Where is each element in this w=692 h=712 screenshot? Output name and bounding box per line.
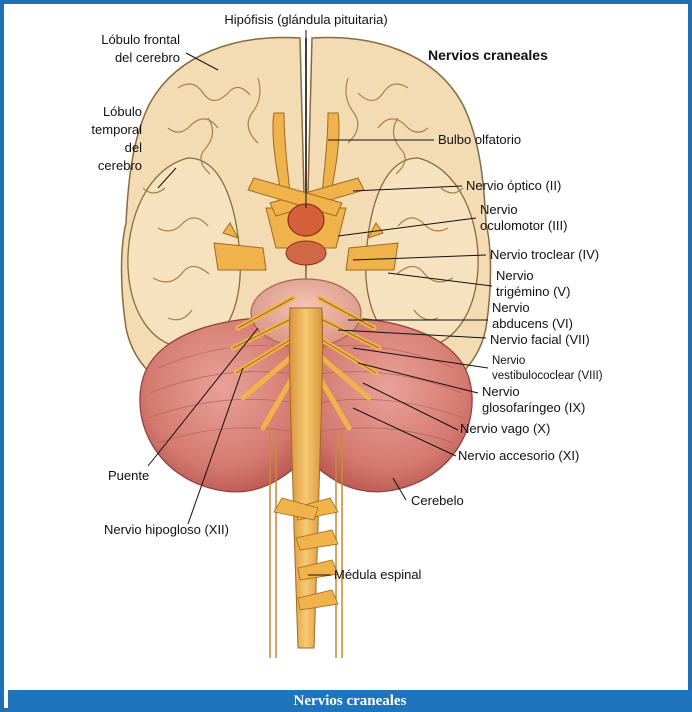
label-pituitary: Hipófisis (glándula pituitaria) (224, 12, 387, 27)
label-trigeminal-line1: Nervio (496, 268, 534, 283)
label-hypoglossal-nerve: Nervio hipogloso (XII) (104, 522, 229, 537)
label-trochlear-nerve: Nervio troclear (IV) (490, 247, 599, 262)
label-glossopharyngeal-line1: Nervio (482, 384, 520, 399)
label-glossopharyngeal-line2: glosofaríngeo (IX) (482, 400, 585, 415)
brain-diagram: Hipófisis (glándula pituitaria) Lóbulo f… (8, 8, 692, 690)
cranial-nerves-figure: Hipófisis (glándula pituitaria) Lóbulo f… (8, 8, 692, 690)
label-frontal-lobe-line1: Lóbulo frontal (101, 32, 180, 47)
mammillary-bodies (286, 241, 326, 265)
label-temporal-lobe-line3: del (125, 140, 142, 155)
label-facial-nerve: Nervio facial (VII) (490, 332, 590, 347)
label-temporal-lobe-line1: Lóbulo (103, 104, 142, 119)
label-oculomotor-line2: oculomotor (III) (480, 218, 567, 233)
label-optic-nerve: Nervio óptico (II) (466, 178, 561, 193)
label-spinal-cord: Médula espinal (334, 567, 422, 582)
label-cerebellum: Cerebelo (411, 493, 464, 508)
label-frontal-lobe-line2: del cerebro (115, 50, 180, 65)
figure-caption-bar: Nervios craneales (8, 690, 692, 712)
label-temporal-lobe-line2: temporal (91, 122, 142, 137)
label-trigeminal-line2: trigémino (V) (496, 284, 570, 299)
label-abducens-line1: Nervio (492, 300, 530, 315)
label-temporal-lobe-line4: cerebro (98, 158, 142, 173)
label-abducens-line2: abducens (VI) (492, 316, 573, 331)
label-vagus-nerve: Nervio vago (X) (460, 421, 550, 436)
label-vestibulocochlear-line2: vestibulococlear (VIII) (492, 370, 603, 382)
figure-title: Nervios craneales (428, 47, 548, 63)
label-pons: Puente (108, 468, 149, 483)
pituitary-gland (288, 204, 324, 236)
label-vestibulocochlear-line1: Nervio (492, 355, 525, 367)
label-accessory-nerve: Nervio accesorio (XI) (458, 448, 579, 463)
label-olfactory-bulb: Bulbo olfatorio (438, 132, 521, 147)
label-oculomotor-line1: Nervio (480, 202, 518, 217)
